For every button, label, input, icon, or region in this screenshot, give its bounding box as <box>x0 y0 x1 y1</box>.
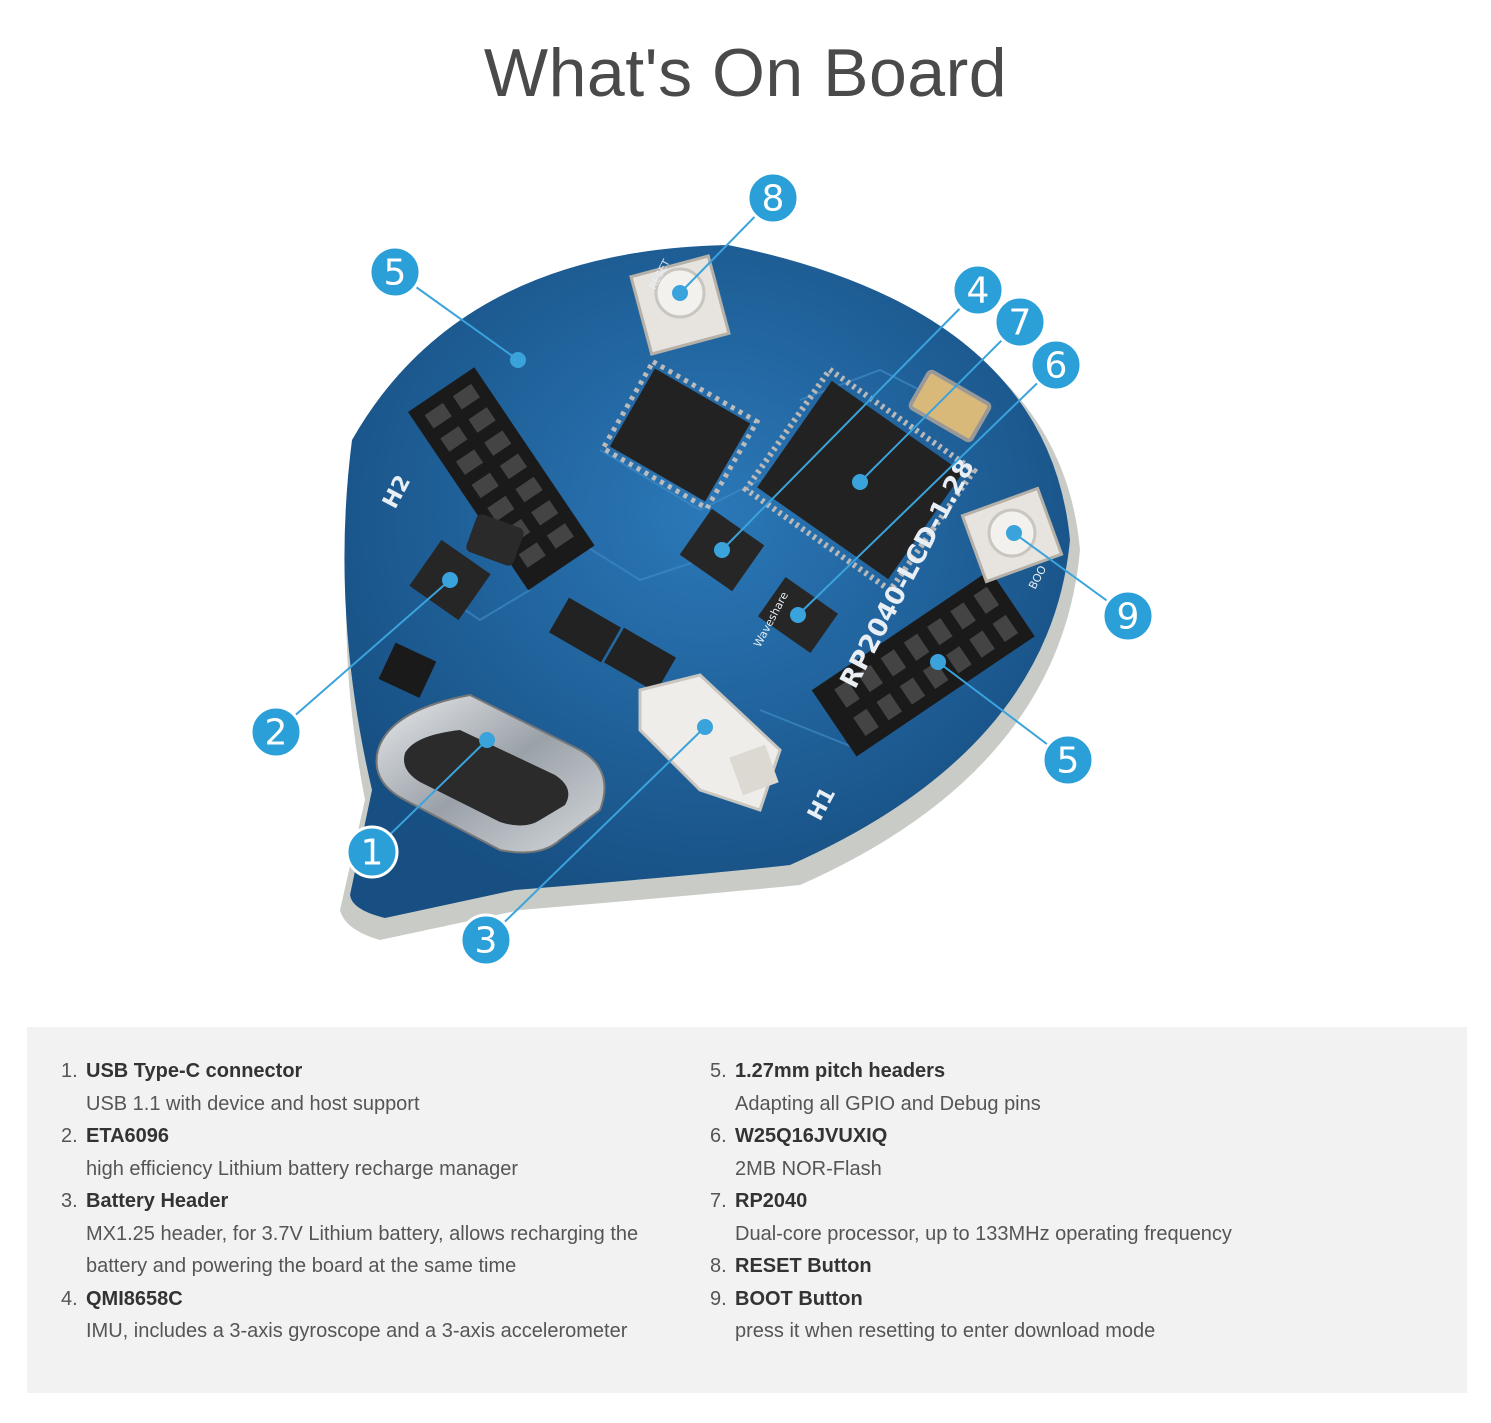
callout-5-top: 5 <box>368 245 422 299</box>
item-title: ETA6096 <box>86 1125 170 1147</box>
callout-7: 7 <box>993 295 1047 349</box>
svg-text:9: 9 <box>1117 597 1140 638</box>
item-number: 4. <box>61 1287 78 1310</box>
board-illustration: RP2040-LCD-1.28 H1 H2 Waveshare BOO RESE… <box>249 171 1155 967</box>
battery-header <box>638 673 782 812</box>
item-description: high efficiency Lithium battery recharge… <box>86 1157 519 1180</box>
item-number: 2. <box>61 1125 78 1147</box>
callout-3: 3 <box>459 913 513 967</box>
crystal <box>908 369 992 443</box>
inductor <box>466 514 524 566</box>
legend-item: 6. W25Q16JVUXIQ 2MB NOR-Flash <box>710 1120 1410 1185</box>
target-dots <box>442 285 1022 748</box>
board-figure: RP2040-LCD-1.28 H1 H2 Waveshare BOO RESE… <box>0 150 1491 1010</box>
ic-small-2 <box>604 627 676 693</box>
diode <box>378 642 437 698</box>
item-title: QMI8658C <box>86 1287 183 1310</box>
svg-text:4: 4 <box>967 271 990 312</box>
item-number: 8. <box>710 1255 727 1277</box>
item-title: RP2040 <box>735 1190 808 1212</box>
callout-4: 4 <box>951 263 1005 317</box>
item-number: 9. <box>710 1287 727 1310</box>
callout-5-bottom: 5 <box>1041 733 1095 787</box>
svg-text:6: 6 <box>1045 346 1068 387</box>
callout-9: 9 <box>1101 589 1155 643</box>
item-description: USB 1.1 with device and host support <box>86 1092 420 1115</box>
item-number: 7. <box>710 1190 727 1212</box>
ic-small-1 <box>549 597 621 663</box>
item-number: 6. <box>710 1125 727 1147</box>
usb-c-connector <box>375 693 606 854</box>
item-title: W25Q16JVUXIQ <box>735 1125 888 1147</box>
item-number: 5. <box>710 1060 727 1082</box>
svg-text:3: 3 <box>475 921 498 962</box>
callout-6: 6 <box>1029 338 1083 392</box>
item-description: Dual-core processor, up to 133MHz operat… <box>735 1222 1232 1245</box>
page-title: What's On Board <box>483 35 1008 111</box>
item-title: Battery Header <box>86 1190 229 1212</box>
callout-2: 2 <box>249 705 303 759</box>
legend-item: 8. RESET Button <box>710 1250 1410 1283</box>
item-title: 1.27mm pitch headers <box>735 1060 946 1082</box>
item-title: RESET Button <box>735 1255 872 1277</box>
item-description: Adapting all GPIO and Debug pins <box>735 1092 1041 1115</box>
legend-item: 4. QMI8658C IMU, includes a 3-axis gyrosco… <box>61 1283 671 1348</box>
svg-text:8: 8 <box>762 179 785 220</box>
svg-text:2: 2 <box>265 713 288 754</box>
legend-item: 2. ETA6096 high efficiency Lithium battery… <box>61 1120 671 1185</box>
callout-1: 1 <box>345 825 399 879</box>
svg-text:5: 5 <box>384 253 407 294</box>
item-description: 2MB NOR-Flash <box>735 1157 882 1180</box>
header-h2 <box>408 367 595 591</box>
item-number: 3. <box>61 1190 78 1212</box>
svg-text:1: 1 <box>361 833 384 874</box>
item-number: 1. <box>61 1060 78 1082</box>
callout-8: 8 <box>746 171 800 225</box>
ic-upper <box>599 358 761 512</box>
item-title: BOOT Button <box>735 1287 863 1310</box>
svg-text:5: 5 <box>1057 741 1080 782</box>
legend-item: 9. BOOT Button press it when resetting to … <box>710 1283 1410 1348</box>
item-description: press it when resetting to enter downloa… <box>735 1320 1156 1342</box>
svg-text:7: 7 <box>1009 303 1032 344</box>
header-h1 <box>811 570 1035 757</box>
item-description: IMU, includes a 3-axis gyroscope and a 3… <box>86 1320 628 1342</box>
item-description: MX1.25 header, for 3.7V Lithium battery,… <box>86 1222 639 1278</box>
item-title: USB Type-C connector <box>86 1060 303 1082</box>
